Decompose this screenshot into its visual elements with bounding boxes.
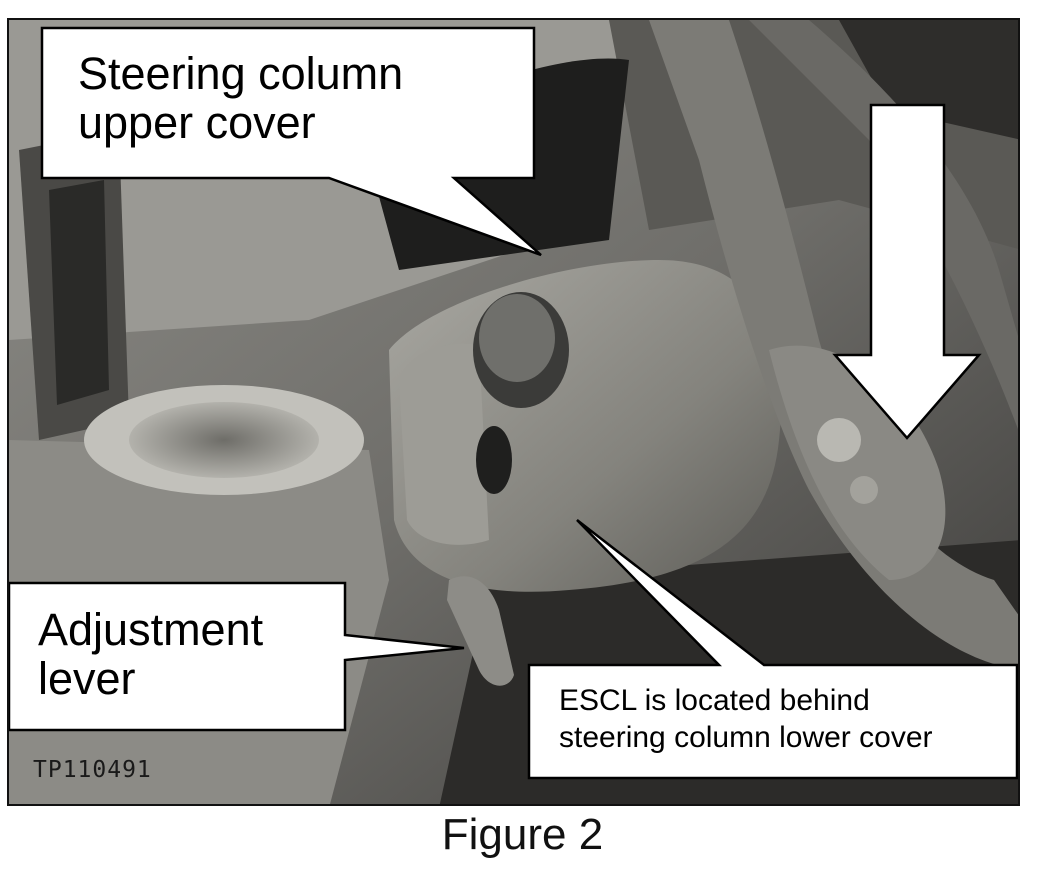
photo-frame (7, 18, 1020, 806)
adjustment-lever-label: Adjustment lever (38, 604, 264, 704)
escl-callout-bubble (527, 519, 1018, 780)
down-arrow-icon (832, 103, 982, 440)
escl-location-label: ESCL is located behind steering column l… (559, 684, 933, 754)
figure-caption: Figure 2 (441, 810, 604, 859)
callout-overlay (9, 26, 1018, 780)
image-code: TP110491 (33, 757, 152, 783)
upper-cover-callout-bubble (40, 26, 542, 257)
upper-cover-label: Steering column upper cover (78, 48, 404, 148)
adjustment-lever-callout-bubble (9, 581, 465, 732)
